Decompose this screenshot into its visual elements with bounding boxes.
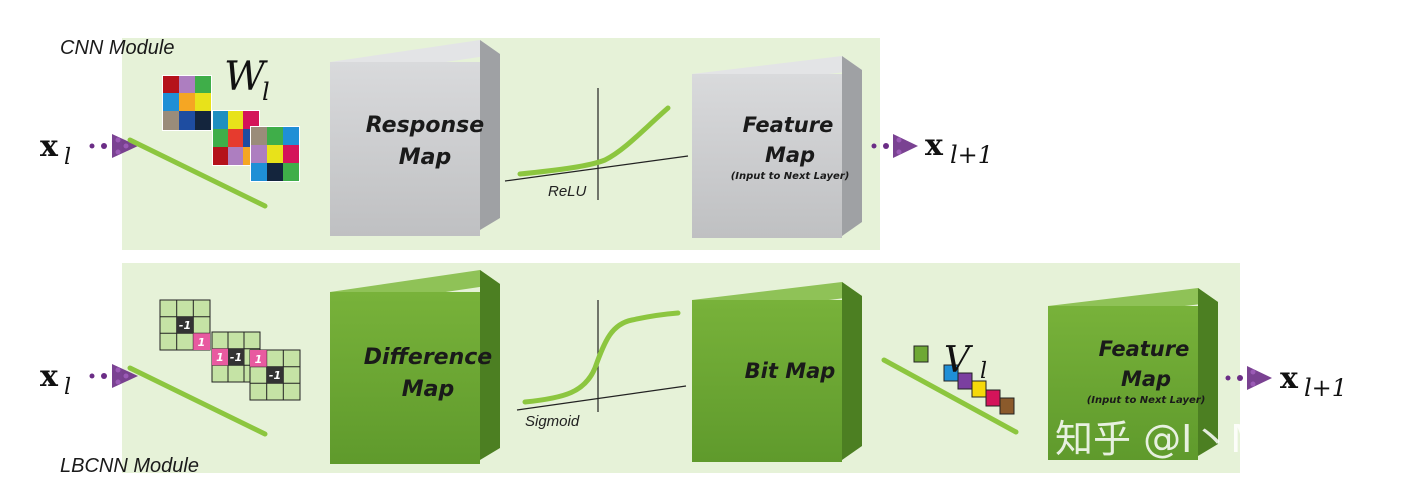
cnn-input-symbol: x l xyxy=(40,129,71,170)
lbcnn-output-sub: l+1 xyxy=(1304,374,1347,402)
cnn-input-arrow xyxy=(89,134,138,158)
lbcnn-output-arrow xyxy=(1225,366,1272,390)
cnn-feature-map-box: Feature Map (Input to Next Layer) xyxy=(692,56,862,238)
lbcnn-difference-map-label-1: Difference xyxy=(364,345,493,370)
lbcnn-anchor-value-c: 1 xyxy=(216,351,224,364)
cnn-output-arrow xyxy=(871,134,918,158)
lbcnn-difference-map-label-2: Map xyxy=(402,377,455,402)
cnn-module-label: CNN Module xyxy=(60,37,174,59)
lbcnn-anchor-value-b: 1 xyxy=(198,336,206,349)
cnn-input-sub: l xyxy=(64,145,71,170)
lbcnn-module: LBCNN Module x l -1 1 1 xyxy=(40,263,1347,477)
lbcnn-anchor-value-d: -1 xyxy=(230,351,242,364)
lbcnn-sigmoid-plot: Sigmoid xyxy=(516,300,687,430)
cnn-output-sub: l+1 xyxy=(950,141,993,169)
lbcnn-module-label: LBCNN Module xyxy=(60,455,199,477)
cnn-module: CNN Module x l xyxy=(40,37,993,250)
lbcnn-input-sub: l xyxy=(64,375,71,400)
cnn-weight-filter-1 xyxy=(162,75,212,131)
cnn-weight-filter-3 xyxy=(250,126,300,182)
lbcnn-input-symbol: x l xyxy=(40,359,71,400)
lbcnn-anchor-plane xyxy=(127,365,268,437)
lbcnn-linear-weight-plane xyxy=(881,357,1019,435)
lbcnn-feature-map-label-1: Feature xyxy=(1099,337,1190,361)
lbcnn-feature-map-label-2: Map xyxy=(1121,367,1171,391)
cnn-relu-plot: ReLU xyxy=(504,88,689,200)
lbcnn-anchor-value-a: -1 xyxy=(179,319,191,332)
cnn-weights-sub: l xyxy=(262,78,270,106)
cnn-output-var: x xyxy=(925,128,944,163)
cnn-response-map-label-2: Map xyxy=(399,145,452,170)
lbcnn-feature-map-note: (Input to Next Layer) xyxy=(1087,395,1206,406)
lbcnn-anchor-value-f: -1 xyxy=(269,369,281,382)
cnn-feature-map-note: (Input to Next Layer) xyxy=(731,171,850,182)
lbcnn-bit-map-box: Bit Map xyxy=(692,282,862,462)
cnn-feature-map-label-1: Feature xyxy=(743,113,834,137)
cnn-weight-plane xyxy=(127,137,268,209)
lbcnn-input-var: x xyxy=(40,359,59,394)
lbcnn-input-arrow xyxy=(89,364,138,388)
lbcnn-output-var: x xyxy=(1280,361,1299,396)
lbcnn-bit-map-label: Bit Map xyxy=(745,359,836,383)
lbcnn-weights-sub: l xyxy=(980,359,987,384)
cnn-feature-map-label-2: Map xyxy=(765,143,815,167)
cnn-weights-symbol: W l xyxy=(224,54,270,106)
cnn-weight-filter-2 xyxy=(212,110,260,166)
lbcnn-anchor-filter-1: -1 1 xyxy=(159,299,211,351)
lbcnn-linear-weights xyxy=(913,345,1015,415)
lbcnn-difference-map-box: Difference Map xyxy=(330,270,500,464)
lbcnn-weights-var: V xyxy=(944,340,974,381)
lbcnn-anchor-value-e: 1 xyxy=(255,353,263,366)
cnn-weights-var: W xyxy=(224,54,268,100)
cnn-output-symbol: x l+1 xyxy=(925,128,993,169)
lbcnn-weights-symbol: V l xyxy=(944,340,987,384)
cnn-relu-label: ReLU xyxy=(548,183,587,200)
lbcnn-sigmoid-label: Sigmoid xyxy=(525,413,580,430)
cnn-response-map-box: Response Map xyxy=(330,40,500,236)
lbcnn-anchor-filter-3: 1 -1 xyxy=(249,349,301,401)
cnn-input-var: x xyxy=(40,129,59,164)
watermark: 知乎 @I丶M灬Me xyxy=(1055,417,1357,461)
lbcnn-feature-map-box: Feature Map (Input to Next Layer) xyxy=(1048,288,1218,460)
cnn-response-map-label-1: Response xyxy=(366,113,484,138)
lbcnn-output-symbol: x l+1 xyxy=(1280,361,1347,402)
